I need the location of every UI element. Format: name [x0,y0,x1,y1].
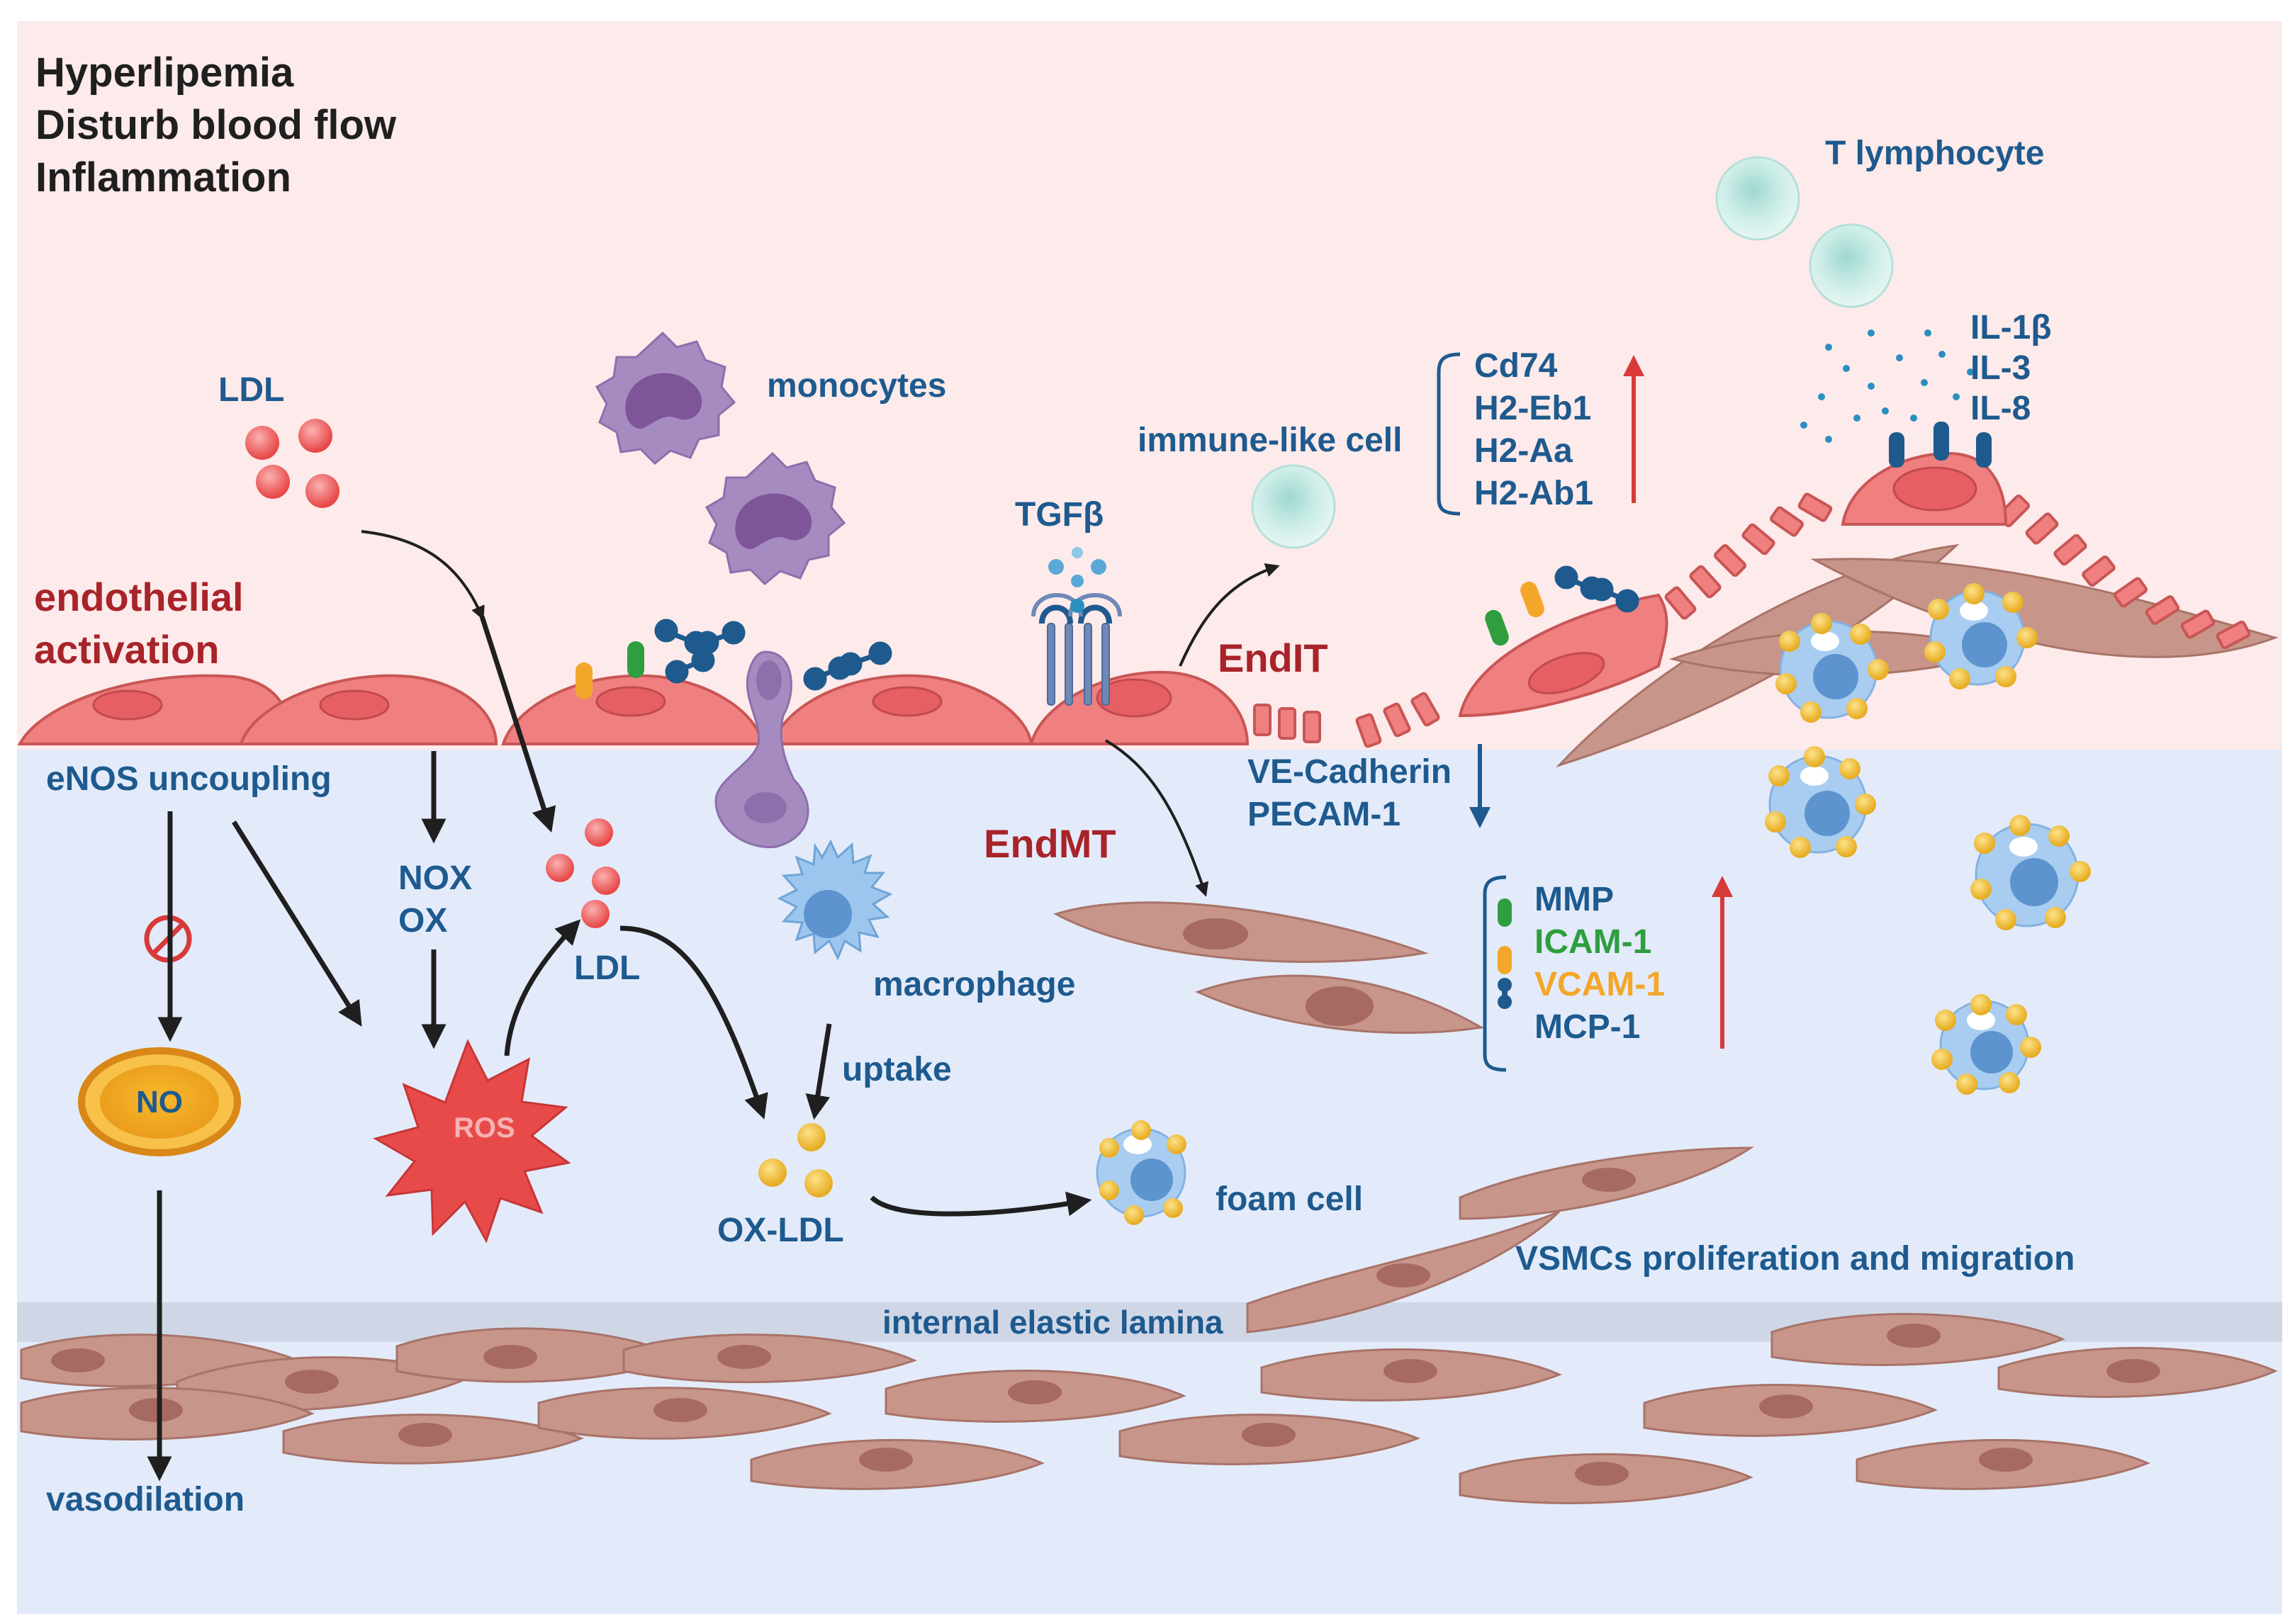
icam1-marker-plaque [1485,609,1509,646]
condition-inflammation: Inflammation [35,154,291,201]
mcp1-molecules [654,565,1639,691]
no-label: NO [136,1085,183,1120]
internal-elastic-lamina-label: internal elastic lamina [882,1304,1223,1341]
adhesion-marker-mcp1: MCP-1 [1534,1008,1640,1046]
il-receptor-2 [1933,422,1949,461]
ldl-particles-top [245,419,339,508]
interleukin-il1b: IL-1β [1970,309,2052,346]
ldl-particles-mid [546,818,620,928]
foam-cell-plaque-2 [1765,746,1876,858]
mcp1-legend-icon [1498,978,1512,1009]
adhesion-marker-vcam1: VCAM-1 [1534,966,1665,1003]
vcam1-marker-plaque [1520,581,1544,618]
il-receptor-1 [1889,432,1904,468]
foam-cell-plaque-3 [1970,815,2091,930]
endmt-label: EndMT [984,821,1116,866]
foam-cell-plaque-1 [1775,613,1889,723]
immune-markers-brace [1437,352,1461,516]
foam-cell-main [1096,1120,1186,1225]
endothelial-label-line2: activation [34,627,219,672]
cytokine-dots [1800,329,1974,443]
oxldl-label: OX-LDL [717,1212,844,1249]
t-lymphocyte-1 [1715,156,1800,241]
ve-cadherin-label: VE-Cadherin [1247,753,1452,791]
endmt-mesenchymal-cells [1053,901,1485,1034]
ros-burst [373,1039,571,1244]
adhesion-markers-brace [1483,875,1507,1072]
endothelial-label-line1: endothelial [34,575,244,619]
media-smc-layer [20,1146,2278,1504]
pathway-arrows [147,530,1280,1482]
macrophage-label: macrophage [873,966,1075,1003]
monocyte-transmigrating [714,650,809,849]
t-lymphocyte-label: T lymphocyte [1825,135,2044,172]
condition-disturb-flow: Disturb blood flow [35,102,397,148]
interleukin-il8: IL-8 [1970,390,2031,427]
ldl-mid-label: LDL [574,949,640,987]
foam-cell-label: foam cell [1216,1180,1363,1218]
vasodilation-label: vasodilation [46,1481,245,1518]
lumen-region [17,21,2282,750]
foam-cell-plaque-5 [1931,994,2041,1095]
plaque-smc [1555,543,2279,768]
adhesion-marker-icam1: ICAM-1 [1534,923,1651,961]
icam1-marker-ec [627,641,644,678]
ros-label: ROS [454,1112,515,1144]
condition-hyperlipemia: Hyperlipemia [35,50,294,96]
immune-like-cell-shape [1251,464,1336,549]
interleukin-il3: IL-3 [1970,349,2031,387]
vsmc-label: VSMCs proliferation and migration [1515,1240,2075,1278]
immune-marker-cd74: Cd74 [1474,347,1558,385]
uptake-label: uptake [842,1051,952,1088]
macrophage-cell [777,839,893,961]
monocytes-label: monocytes [767,367,946,405]
vcam1-legend-icon [1498,946,1512,974]
tgfb-label: TGFβ [1015,496,1104,534]
vcam1-marker-ec [576,662,593,699]
immune-marker-h2ab1: H2-Ab1 [1474,475,1593,512]
immune-like-cell-label: immune-like cell [1138,422,1402,459]
no-molecule [78,1047,241,1156]
enos-label: eNOS uncoupling [46,760,332,798]
ldl-top-label: LDL [218,371,284,409]
oxldl-particles [758,1123,833,1197]
t-lymphocyte-2 [1809,223,1894,308]
immune-marker-h2aa: H2-Aa [1474,432,1573,470]
ox-label: OX [398,902,447,940]
foam-cell-plaque-4 [1924,583,2038,689]
il-receptor-3 [1976,432,1992,468]
nox-label: NOX [398,859,472,897]
endit-label: EndIT [1218,636,1328,680]
mmp-legend-icon [1498,898,1512,927]
pecam-label: PECAM-1 [1247,796,1401,833]
immune-marker-h2eb1: H2-Eb1 [1474,390,1591,427]
disrupted-junctions [1253,492,2251,748]
activated-ec-plaque [1458,422,2008,718]
adhesion-marker-mmp: MMP [1534,881,1614,918]
monocyte-cells [595,331,846,849]
tgfb-receptors [1031,547,1122,706]
foam-cells [1096,583,2091,1225]
